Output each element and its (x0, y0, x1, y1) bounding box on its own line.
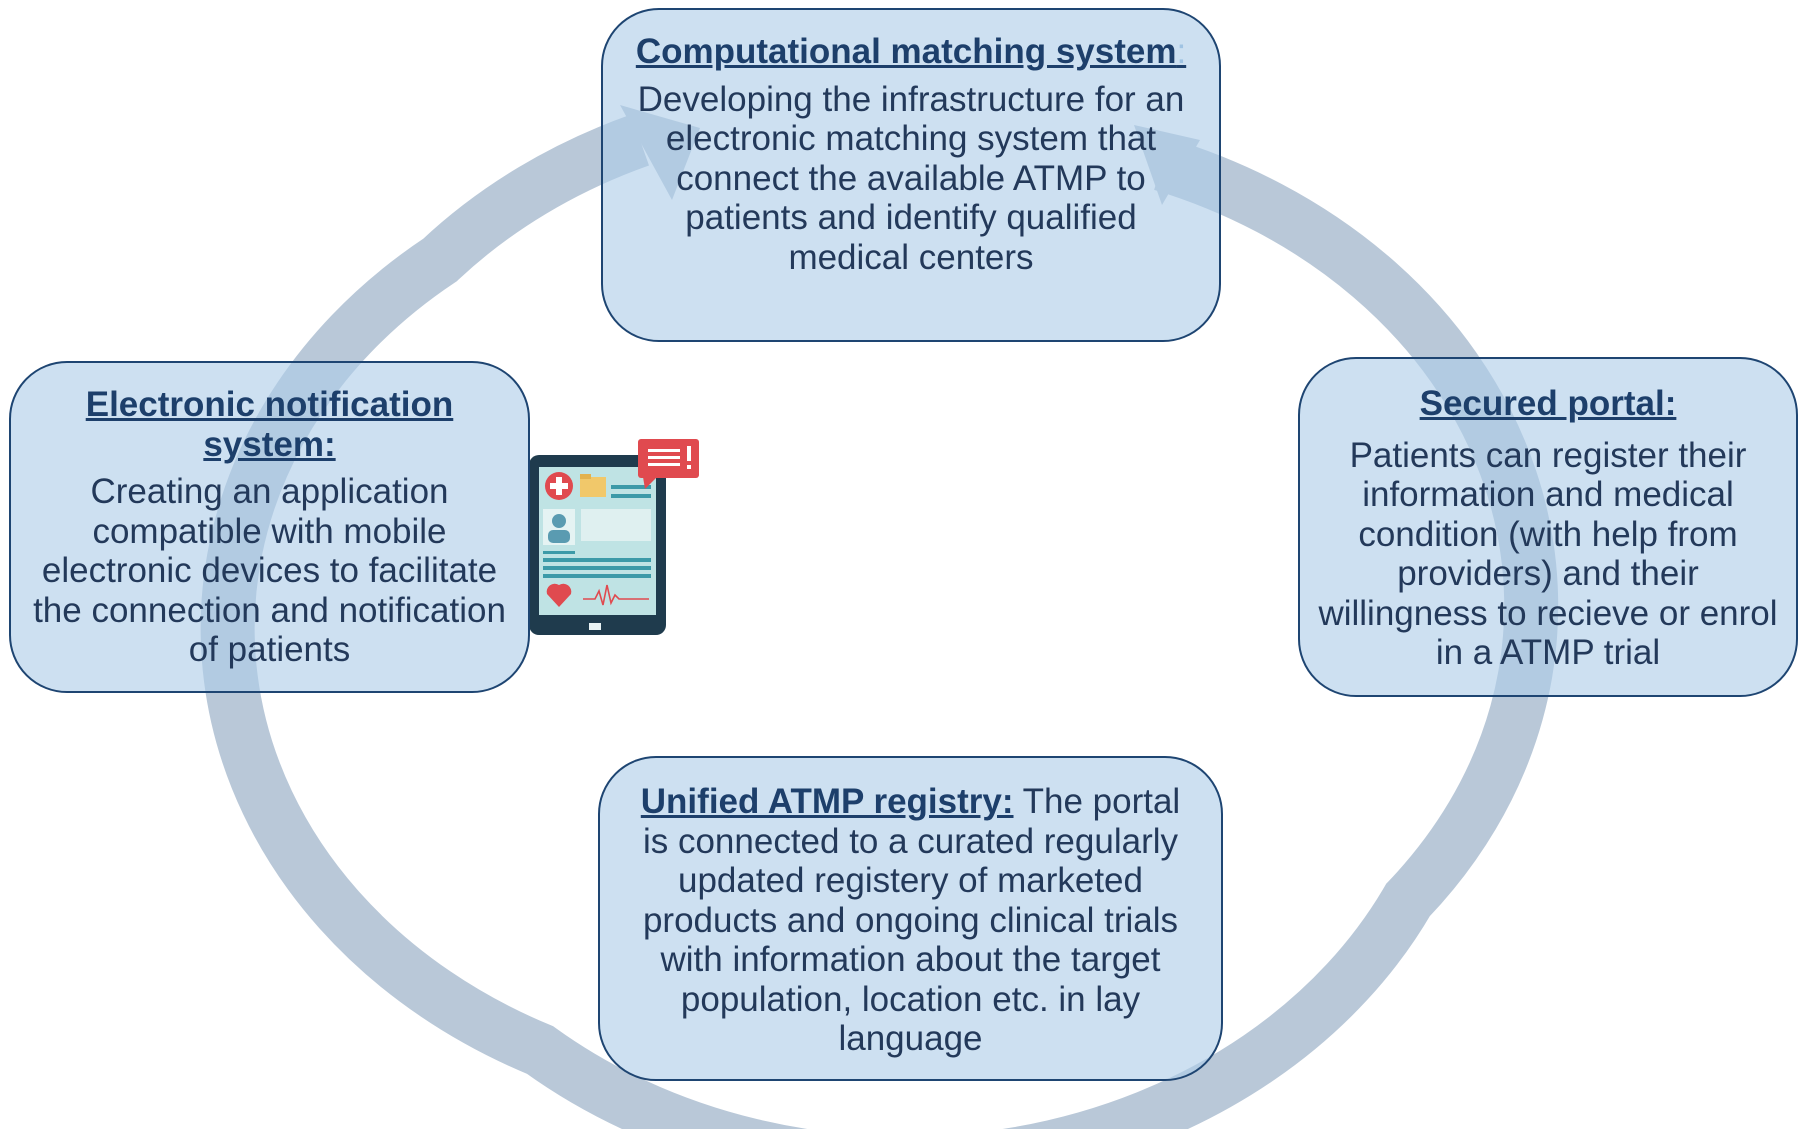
computational-matching-box: Computational matching system: Developin… (601, 8, 1221, 342)
unified-atmp-registry-title: Unified ATMP registry: (640, 782, 1014, 821)
folder-icon (580, 474, 606, 497)
heart-icon (546, 583, 572, 607)
secured-portal-box: Secured portal: Patients can register th… (1298, 357, 1798, 697)
electronic-notification-title: Electronic notification system: (85, 385, 454, 464)
computational-matching-title: Computational matching system: (635, 32, 1187, 71)
electronic-notification-description: Creating an application compatible with … (33, 472, 506, 670)
electronic-notification-box: Electronic notification system: Creating… (9, 361, 530, 693)
user-profile-icon (543, 509, 575, 545)
secured-portal-title: Secured portal: (1419, 384, 1677, 423)
unified-atmp-registry-box: Unified ATMP registry: The portal is con… (598, 756, 1223, 1081)
secured-portal-description: Patients can register their information … (1318, 435, 1778, 673)
medical-cross-icon (545, 472, 573, 500)
tablet-medical-app-icon (529, 439, 699, 635)
unified-atmp-registry-description: The portal is connected to a curated reg… (642, 782, 1181, 1059)
computational-matching-description: Developing the infrastructure for an ele… (637, 79, 1185, 277)
notification-bubble-icon (638, 439, 699, 489)
heartbeat-line-icon (583, 584, 649, 606)
